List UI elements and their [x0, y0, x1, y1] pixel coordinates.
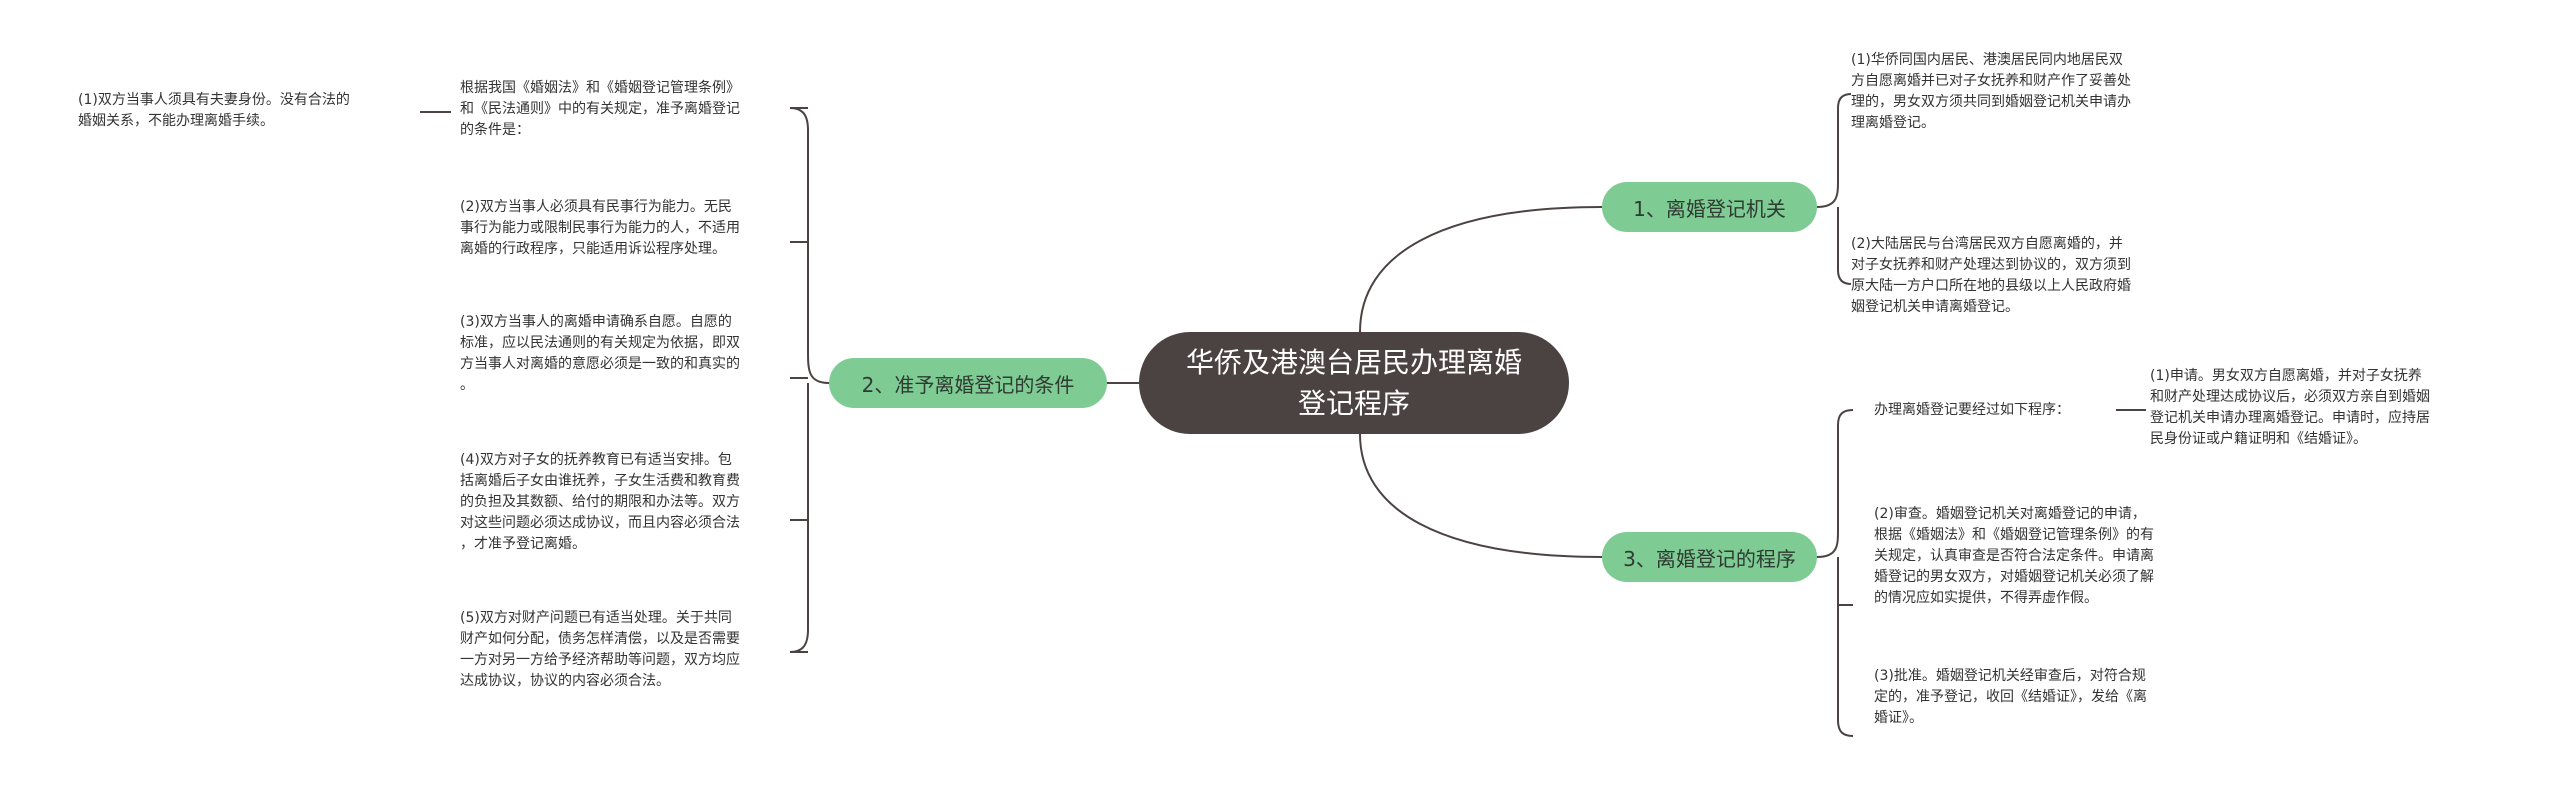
- link-root-branch-1: [1359, 206, 1603, 333]
- leaf-b2-intro: 根据我国《婚姻法》和《婚姻登记管理条例》 和《民法通则》中的有关规定，准予离婚登…: [460, 80, 740, 138]
- bracket-branch-1b: [1837, 207, 1852, 285]
- leaf-b2-5: (5)双方对财产问题已有适当处理。关于共同 财产如何分配，债务怎样清偿，以及是否…: [460, 610, 740, 689]
- leaf-b1-1: (1)华侨同国内居民、港澳居民同内地居民双 方自愿离婚并已对子女抚养和财产作了妥…: [1851, 52, 2131, 131]
- branch-procedure[interactable]: 3、离婚登记的程序: [1602, 532, 1817, 582]
- leaf-b2-4: (4)双方对子女的抚养教育已有适当安排。包 括离婚后子女由谁抚养，子女生活费和教…: [460, 452, 740, 552]
- leaf-b2-2: (2)双方当事人必须具有民事行为能力。无民 事行为能力或限制民事行为能力的人，不…: [460, 199, 740, 257]
- link-root-branch-3: [1359, 433, 1603, 558]
- branch-registration-authority[interactable]: 1、离婚登记机关: [1602, 182, 1817, 232]
- leaf-b3-3: (3)批准。婚姻登记机关经审查后，对符合规 定的，准予登记，收回《结婚证》，发给…: [1874, 668, 2147, 726]
- leaf-b3-intro: 办理离婚登记要经过如下程序：: [1874, 402, 2070, 418]
- leaf-b3-2: (2)审查。婚姻登记机关对离婚登记的申请， 根据《婚姻法》和《婚姻登记管理条例》…: [1874, 506, 2154, 606]
- bracket-branch-3: [1816, 409, 1854, 558]
- bracket-branch-1: [1816, 93, 1852, 208]
- root-node[interactable]: 华侨及港澳台居民办理离婚登记程序: [1139, 332, 1569, 434]
- bracket-branch-2b: [789, 383, 809, 653]
- leaf-b2-3: (3)双方当事人的离婚申请确系自愿。自愿的 标准，应以民法通则的有关规定为依据，…: [460, 314, 740, 393]
- leaf-b1-2: (2)大陆居民与台湾居民双方自愿离婚的，并 对子女抚养和财产处理达到协议的，双方…: [1851, 236, 2131, 315]
- leaf-b3-sub: (1)申请。男女双方自愿离婚，并对子女抚养 和财产处理达成协议后，必须双方亲自到…: [2150, 368, 2430, 447]
- bracket-branch-2: [789, 107, 830, 384]
- leaf-b2-sub: (1)双方当事人须具有夫妻身份。没有合法的 婚姻关系，不能办理离婚手续。: [78, 92, 350, 129]
- branch-conditions[interactable]: 2、准予离婚登记的条件: [829, 358, 1107, 408]
- bracket-branch-3b: [1837, 557, 1854, 737]
